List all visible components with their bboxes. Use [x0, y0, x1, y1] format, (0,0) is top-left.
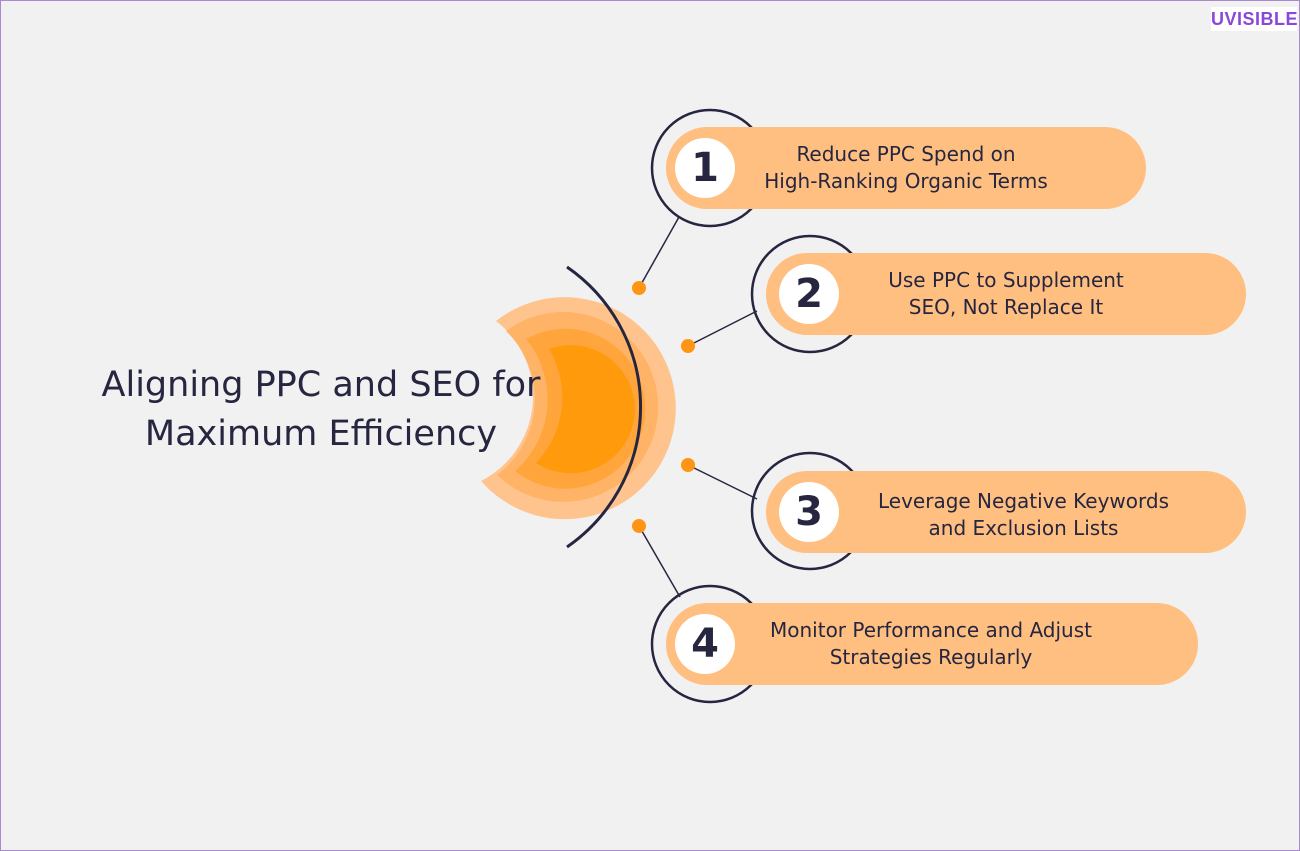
outer-arc: [566, 265, 642, 549]
step-4-line-1: Monitor Performance and Adjust: [770, 618, 1092, 642]
step-2-text: Use PPC to Supplement SEO, Not Replace I…: [846, 267, 1166, 321]
step-2-number-badge: 2: [779, 264, 839, 324]
title-line-1: Aligning PPC and SEO for: [101, 365, 541, 405]
step-3-text: Leverage Negative Keywords and Exclusion…: [846, 488, 1201, 542]
connector-lines: [638, 216, 758, 598]
step-4-pill: [666, 603, 1198, 685]
step-4-line-2: Strategies Regularly: [829, 645, 1033, 669]
title-line-2: Maximum Efficiency: [144, 414, 498, 454]
crescent-target-icon: [481, 297, 676, 520]
step-3-pill: [766, 471, 1246, 553]
step-4-number-badge: 4: [675, 614, 735, 674]
step-1-line-2: High-Ranking Organic Terms: [764, 169, 1048, 193]
connector-dot-4: [632, 519, 646, 533]
uvisible-logo: UVISIBLE: [1211, 7, 1299, 31]
connector-dot-1: [632, 281, 646, 295]
step-2-line-2: SEO, Not Replace It: [908, 295, 1104, 319]
connector-dots: [632, 281, 695, 533]
step-2-pill: [766, 253, 1246, 335]
step-2-line-1: Use PPC to Supplement: [888, 268, 1124, 292]
step-3-line-2: and Exclusion Lists: [928, 516, 1119, 540]
step-4-text: Monitor Performance and Adjust Strategie…: [741, 617, 1121, 671]
step-1-number-badge: 1: [675, 138, 735, 198]
connector-dot-3: [681, 458, 695, 472]
step-3-line-1: Leverage Negative Keywords: [877, 489, 1170, 513]
step-3-number-badge: 3: [779, 482, 839, 542]
connector-dot-2: [681, 339, 695, 353]
step-1-pill: [666, 127, 1146, 209]
step-1-line-1: Reduce PPC Spend on: [796, 142, 1016, 166]
diagram-title: Aligning PPC and SEO for Maximum Efficie…: [41, 361, 601, 459]
step-1-text: Reduce PPC Spend on High-Ranking Organic…: [736, 141, 1076, 195]
